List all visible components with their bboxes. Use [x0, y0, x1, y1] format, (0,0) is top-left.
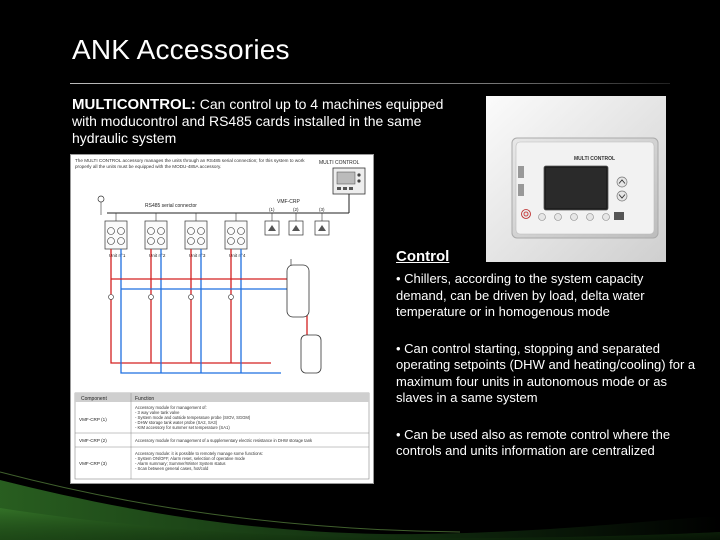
legend-header-component: Component	[81, 396, 107, 402]
module-num-2: (2)	[293, 207, 299, 212]
buffer-tank	[286, 264, 310, 318]
bullet-item: • Can control starting, stopping and sep…	[396, 340, 696, 406]
bus-label: RS485 serial connector	[145, 203, 197, 209]
power-icon	[521, 209, 531, 219]
legend-row-3-line: - System ON/OFF, Alarm reset, selection …	[135, 456, 246, 461]
intro-text: MULTICONTROL: Can control up to 4 machin…	[72, 96, 452, 147]
schematic-note: The MULTI CONTROL accessory manages the …	[75, 158, 305, 169]
control-bullets: • Chillers, according to the system capa…	[396, 271, 696, 480]
legend-row-2-component: VMF-CRP (2)	[79, 438, 107, 443]
legend-row-3-line: Accessory module: it is possible to remo…	[135, 451, 263, 456]
unit-label-2: Unit n°2	[149, 253, 166, 258]
unit-label-3: Unit n°3	[189, 253, 206, 258]
slide-title: ANK Accessories	[72, 34, 290, 65]
up-arrow-icon	[616, 176, 628, 188]
legend-row-1-component: VMF-CRP (1)	[79, 417, 107, 422]
unit-label-1: Unit n°1	[109, 253, 126, 258]
unit-group	[104, 213, 248, 250]
multicontrol-schematic: The MULTI CONTROL accessory manages the …	[70, 154, 374, 484]
module-num-1: (1)	[269, 207, 275, 212]
legend-row-1-line: Accessory module for management of:	[135, 405, 207, 410]
schematic-svg: The MULTI CONTROL accessory manages the …	[71, 155, 373, 483]
hydraulic-pipes	[110, 249, 308, 374]
decorative-wave	[0, 471, 720, 540]
legend-table: Component Function VMF-CRP (1) VMF-CRP (…	[74, 392, 370, 480]
esc-key-icon	[614, 212, 624, 220]
intro-body: Can control up to 4 machines equipped wi…	[72, 96, 444, 146]
schematic-device-label: MULTI CONTROL	[319, 160, 360, 166]
title-divider	[70, 83, 670, 84]
control-heading: Control	[396, 248, 450, 265]
intro-bold: MULTICONTROL:	[72, 96, 196, 113]
device-brand-label: MULTI CONTROL	[574, 156, 615, 162]
down-arrow-icon	[616, 190, 628, 202]
module-boxes	[264, 213, 330, 236]
legend-row-3-line: - Alarm summary; Summer/Winter System st…	[135, 461, 226, 466]
bullet-item: • Chillers, according to the system capa…	[396, 271, 645, 319]
unit-label-4: Unit n°4	[229, 253, 246, 258]
legend-row-1-line: - KIM accessory for summer set temperatu…	[135, 425, 230, 430]
module-label: VMF-CRP	[277, 199, 300, 205]
dhw-tank	[300, 334, 322, 374]
module-num-3: (3)	[319, 207, 325, 212]
legend-row-1-line: - 3 way valve tank valve	[135, 410, 180, 415]
legend-row-2-line: Accessory module for management of a sup…	[135, 438, 313, 443]
legend-row-1-line: - DHW storage tank water probe (SA2, SA3…	[135, 420, 218, 425]
multicontrol-device-photo: MULTI CONTROL	[486, 96, 666, 262]
pump-icons	[108, 294, 234, 300]
legend-row-3-component: VMF-CRP (3)	[79, 461, 107, 466]
bullet-item: • Can be used also as remote control whe…	[396, 426, 671, 459]
legend-header-function: Function	[135, 396, 154, 402]
legend-row-1-line: - System mode and outside temperature pr…	[135, 415, 251, 420]
legend-row-3-line: - Scan between general cases, hot/cold	[135, 466, 209, 471]
